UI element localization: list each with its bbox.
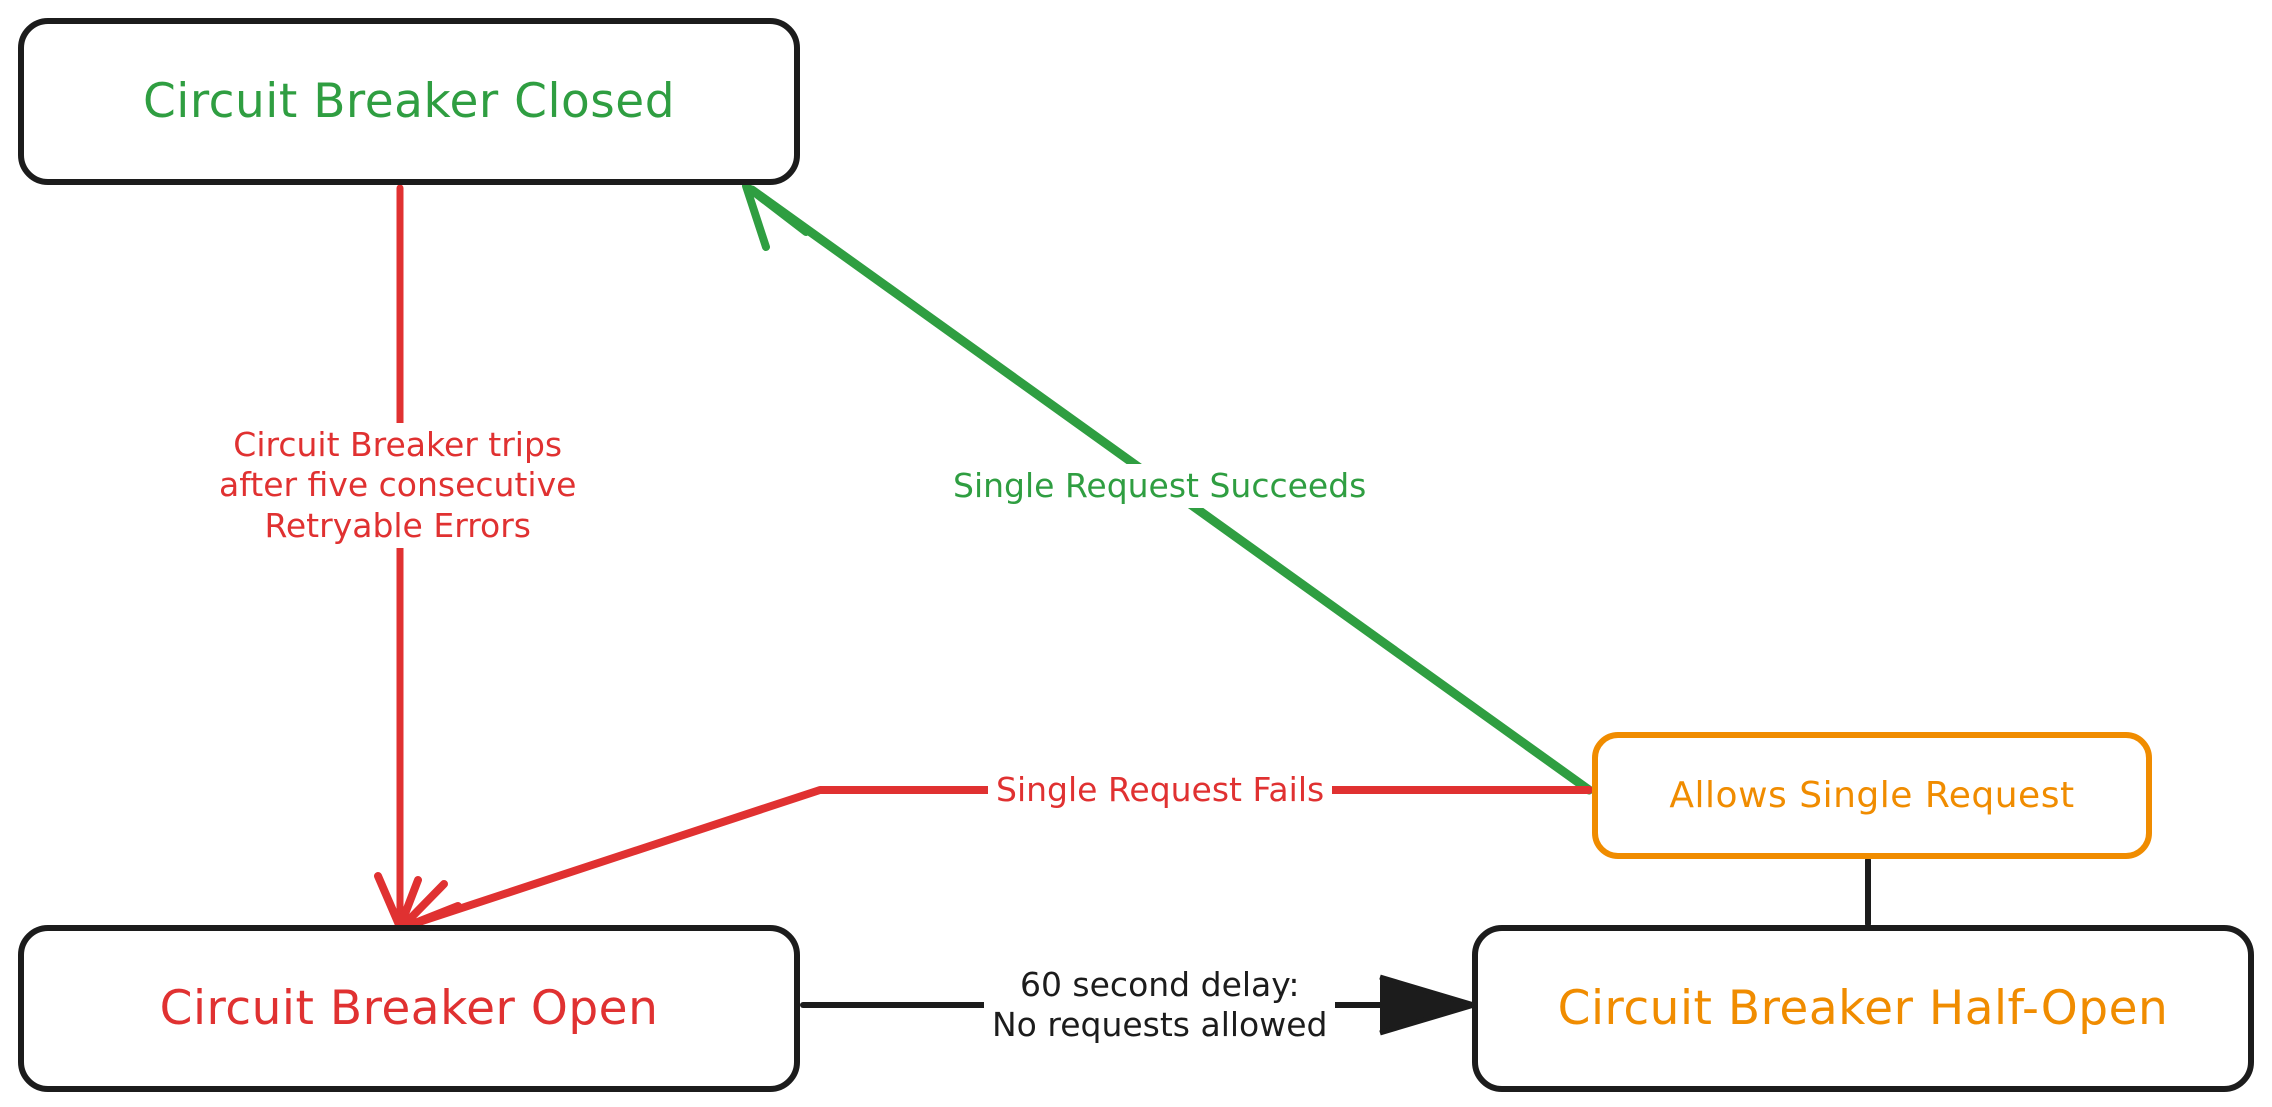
node-label-allows-single-request: Allows Single Request — [1669, 774, 2075, 816]
arrowhead-open-to-half-open — [1379, 974, 1477, 1036]
edge-label-single-request-fails: Single Request Fails — [988, 768, 1333, 813]
node-label-circuit-breaker-half-open: Circuit Breaker Half-Open — [1557, 980, 2169, 1036]
node-circuit-breaker-half-open[interactable]: Circuit Breaker Half-Open — [1472, 925, 2254, 1092]
node-allows-single-request[interactable]: Allows Single Request — [1592, 732, 2152, 859]
node-circuit-breaker-closed[interactable]: Circuit Breaker Closed — [18, 18, 800, 185]
edge-label-single-request-succeeds: Single Request Succeeds — [945, 464, 1375, 509]
node-circuit-breaker-open[interactable]: Circuit Breaker Open — [18, 925, 800, 1092]
edge-closed-to-open — [374, 184, 422, 931]
edge-label-circuit-breaker-trips: Circuit Breaker trips after five consecu… — [211, 423, 585, 548]
edge-line-allows-to-open — [400, 786, 1593, 931]
node-label-circuit-breaker-closed: Circuit Breaker Closed — [142, 73, 676, 129]
node-label-circuit-breaker-open: Circuit Breaker Open — [159, 980, 659, 1036]
edge-label-sixty-second-delay: 60 second delay: No requests allowed — [984, 963, 1336, 1048]
arrowhead-allows-to-closed — [742, 182, 810, 251]
